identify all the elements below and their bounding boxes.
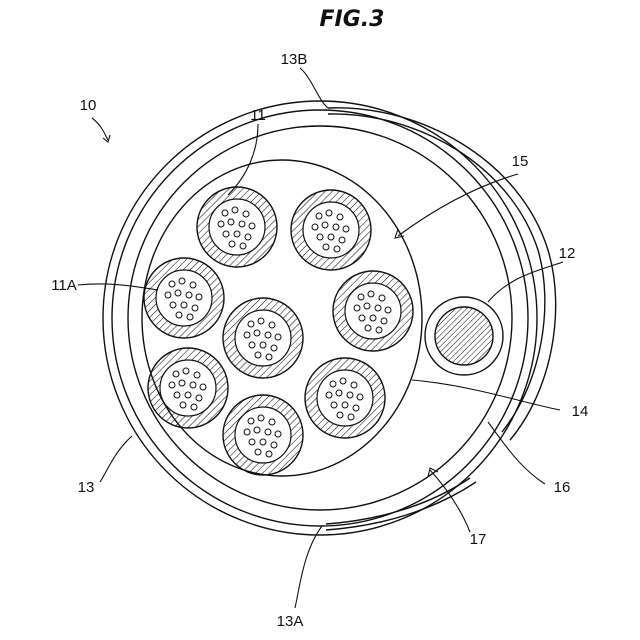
wire	[144, 258, 224, 338]
label-13: 13	[78, 479, 95, 496]
label-14: 14	[572, 403, 589, 420]
label-11: 11	[250, 107, 266, 124]
core-element	[425, 297, 503, 375]
wire	[333, 271, 413, 351]
wire	[305, 358, 385, 438]
wire	[148, 348, 228, 428]
label-10: 10	[80, 97, 97, 114]
wire	[223, 298, 303, 378]
wire	[223, 395, 303, 475]
label-17: 17	[470, 531, 487, 548]
label-15: 15	[512, 153, 529, 170]
label-11a: 11A	[51, 277, 77, 294]
wire	[291, 190, 371, 270]
wire	[197, 187, 277, 267]
label-13a: 13A	[277, 613, 304, 630]
label-16: 16	[554, 479, 571, 496]
figure-title: FIG.3	[320, 7, 385, 32]
label-13b: 13B	[281, 51, 308, 68]
label-12: 12	[559, 245, 576, 262]
